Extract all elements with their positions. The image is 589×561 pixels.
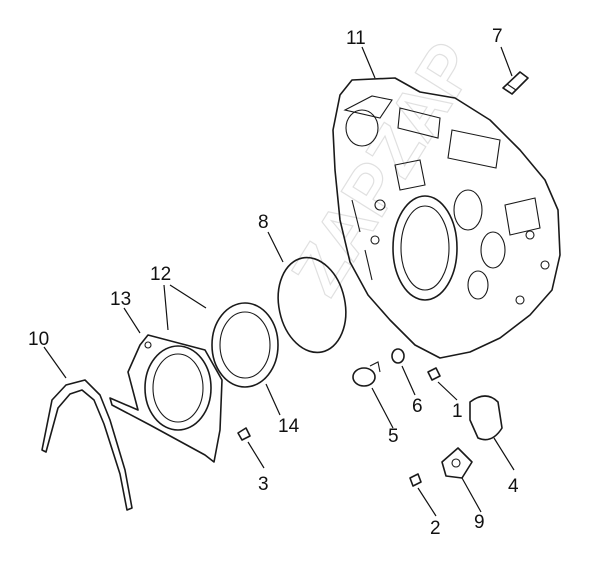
callout-5: 5 (388, 426, 399, 447)
part-1-nut (427, 367, 441, 381)
leader-7 (500, 46, 513, 77)
part-4-cover-plate (469, 395, 503, 441)
leader-13 (123, 307, 141, 334)
leader-lines (43, 46, 515, 517)
callout-4: 4 (508, 476, 519, 497)
leader-3 (247, 441, 265, 469)
leader-1 (437, 381, 458, 401)
part-2-screw (409, 473, 422, 487)
callout-7: 7 (492, 26, 503, 47)
callout-10: 10 (28, 329, 49, 350)
callout-11: 11 (346, 28, 366, 49)
callout-6: 6 (412, 396, 423, 417)
leader-10 (43, 346, 67, 379)
callout-12: 12 (150, 264, 171, 285)
leader-4 (493, 437, 515, 471)
callout-3: 3 (258, 474, 269, 495)
part-14-seal (211, 302, 279, 388)
leader-5 (371, 387, 394, 429)
part-10-gasket (41, 379, 133, 511)
leader-11 (361, 46, 376, 79)
leader-6 (401, 365, 416, 396)
part-9-bracket (441, 447, 473, 479)
part-5-plug (352, 361, 381, 387)
part-7-bolt (502, 71, 529, 95)
callout-14: 14 (278, 416, 300, 437)
callout-8: 8 (258, 212, 269, 233)
leader-2 (417, 487, 437, 517)
part-8-o-ring (277, 256, 347, 354)
callout-13: 13 (110, 289, 131, 310)
part-6-washer (391, 348, 405, 364)
part-13-rear-cover (109, 334, 223, 463)
part-11-flywheel-housing (332, 77, 561, 359)
leader-14 (265, 383, 281, 416)
part-3-screw (237, 427, 251, 441)
leader-12 (163, 284, 207, 331)
callout-1: 1 (452, 401, 463, 422)
watermark: ZAPZAP (277, 29, 492, 308)
callout-9: 9 (474, 512, 485, 533)
leader-9 (461, 477, 482, 513)
callout-2: 2 (430, 518, 441, 539)
leader-8 (267, 231, 284, 263)
